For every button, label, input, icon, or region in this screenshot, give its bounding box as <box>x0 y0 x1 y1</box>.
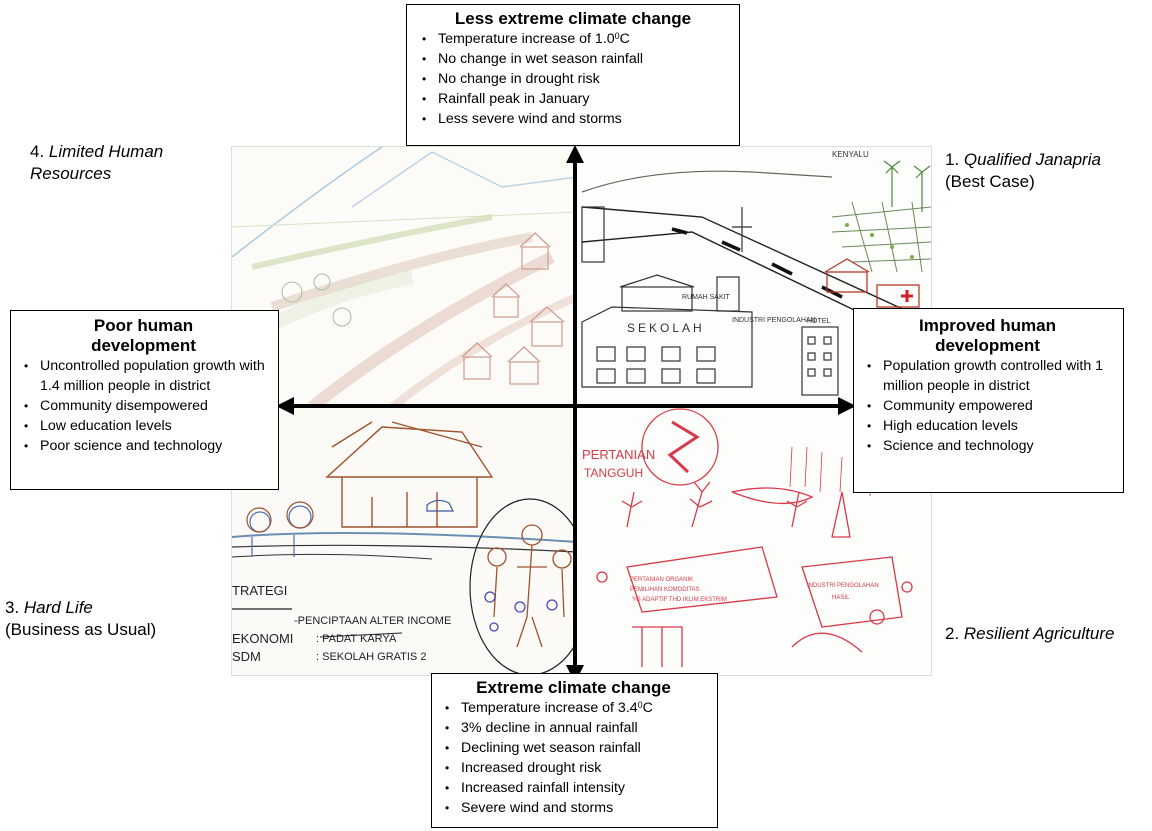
bullet-item: High education levels <box>858 416 1117 436</box>
sketch-text-row3-left: SDM <box>232 649 261 664</box>
scenario-2-label: 2. Resilient Agriculture <box>945 624 1115 643</box>
scenario-1-label: 1. Qualified Janapria (Best Case) <box>945 150 1101 191</box>
bullet-item: Community disempowered <box>15 396 272 416</box>
sketch-text-row3-right: : SEKOLAH GRATIS 2 <box>316 651 426 663</box>
sketch-drawing: RUMAH SAKIT INDUSTRI PENGOLAHAN SEKOLAH … <box>232 147 931 675</box>
sketch-label-sub1: INDUSTRI PENGOLAHAN <box>732 317 816 324</box>
less-extreme-climate-box: Less extreme climate change Temperature … <box>406 4 740 146</box>
sketch-quadrant-4 <box>232 147 579 412</box>
bullet-item: Increased rainfall intensity <box>436 778 711 798</box>
sketch-label-sekolah: SEKOLAH <box>627 321 705 335</box>
sketch-text-pertanian: PERTANIAN <box>582 447 655 462</box>
sketch-text-tangguh: TANGGUH <box>584 466 643 480</box>
sketch-text-strategi: TRATEGI <box>232 583 287 598</box>
arrow-right <box>838 397 856 415</box>
box-title: Less extreme climate change <box>454 9 692 28</box>
bullet-list: Population growth controlled with 1 mill… <box>858 356 1117 456</box>
bullet-item: Population growth controlled with 1 mill… <box>858 356 1117 396</box>
arrow-left <box>276 397 294 415</box>
bullet-item: Less severe wind and storms <box>413 109 733 129</box>
box-title: Extreme climate change <box>476 678 671 697</box>
sketch-text-industri: INDUSTRI PENGOLAHAN <box>807 583 879 589</box>
sketch-quadrant-3: TRATEGI -PENCIPTAAN ALTER INCOME EKONOMI… <box>232 407 591 675</box>
sketch-text-tbl: PEMILIHAN KOMODITAS <box>630 587 700 593</box>
sketch-image: RUMAH SAKIT INDUSTRI PENGOLAHAN SEKOLAH … <box>231 146 932 676</box>
bullet-item: Rainfall peak in January <box>413 89 733 109</box>
sketch-text-organik: PERTANIAN ORGANIK <box>630 577 693 583</box>
sketch-text-row1-right: -PENCIPTAAN ALTER INCOME <box>294 615 451 627</box>
bullet-item: 3% decline in annual rainfall <box>436 718 711 738</box>
bullet-list: Temperature increase of 1.00C No change … <box>413 29 733 129</box>
sketch-label-hotel: HOTEL <box>807 318 830 325</box>
sketch-text-row2-left: EKONOMI <box>232 631 293 646</box>
arrow-up <box>566 145 584 163</box>
bullet-item: Temperature increase of 1.00C <box>413 29 733 49</box>
bullet-item: Uncontrolled population growth with 1.4 … <box>15 356 272 396</box>
bullet-item: Low education levels <box>15 416 272 436</box>
sketch-text-adaptasi: YG ADAPTIF THD IKLIM EKSTRIM <box>632 597 727 603</box>
sketch-text-hasil: HASIL <box>832 595 850 601</box>
scenario-3-label: 3. Hard Life (Business as Usual) <box>5 598 157 639</box>
bullet-list: Uncontrolled population growth with 1.4 … <box>15 356 272 456</box>
sketch-label-kenyalu: KENYALU <box>832 150 869 159</box>
extreme-climate-box: Extreme climate change Temperature incre… <box>431 673 718 828</box>
bullet-item: Increased drought risk <box>436 758 711 778</box>
bullet-item: No change in drought risk <box>413 69 733 89</box>
sketch-label-sub2: RUMAH SAKIT <box>682 294 731 301</box>
bullet-item: Community empowered <box>858 396 1117 416</box>
bullet-item: Science and technology <box>858 436 1117 456</box>
bullet-item: No change in wet season rainfall <box>413 49 733 69</box>
bullet-list: Temperature increase of 3.40C 3% decline… <box>436 698 711 818</box>
bullet-item: Poor science and technology <box>15 436 272 456</box>
bullet-item: Severe wind and storms <box>436 798 711 818</box>
bullet-item: Declining wet season rainfall <box>436 738 711 758</box>
bullet-item: Temperature increase of 3.40C <box>436 698 711 718</box>
scenario-4-label: 4. Limited Human Resources <box>30 142 164 183</box>
